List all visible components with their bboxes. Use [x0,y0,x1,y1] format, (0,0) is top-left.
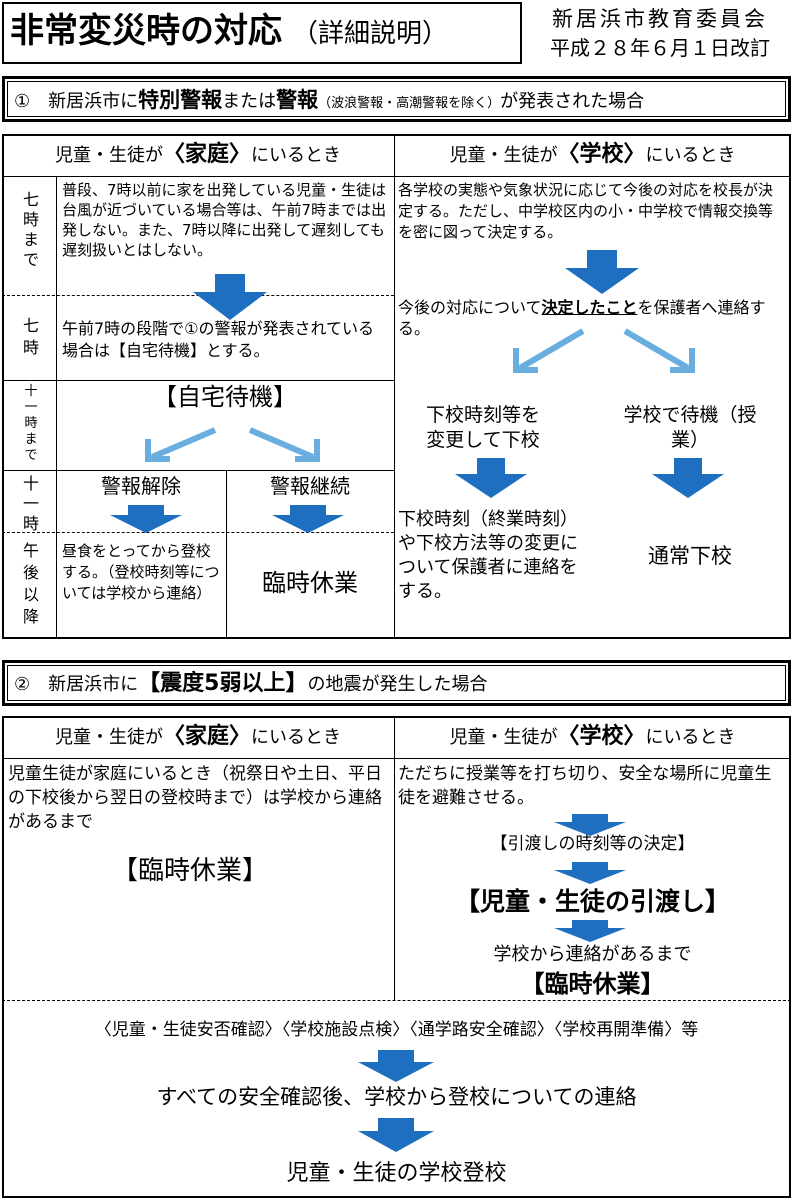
temp-closure-label: 臨時休業 [262,569,358,597]
section1-heading-box [2,76,791,122]
down-arrow-icon [554,862,626,884]
down-arrow-icon [358,1118,434,1152]
down-arrow-icon [554,920,626,942]
school-attendance: 児童・生徒の学校登校 [286,1161,507,1186]
revision-date: 平成２８年６月１日改訂 [550,36,770,60]
section1-heading: ① 新居浜市に特別警報または警報（波浪警報・高潮警報を除く）が発表された場合 [14,88,645,112]
down-arrow-icon [272,505,344,533]
school-decision-text: 各学校の実態や気象状況に応じて今後の対応を校長が決定する。ただし、中学校区内の小… [398,181,774,241]
down-arrow-icon [110,505,182,533]
wait-at-school-label: 学校で待機（授業） [623,404,757,451]
handover-decision: 【引渡しの時刻等の決定】 [490,834,695,854]
normal-dismiss-label: 通常下校 [648,544,732,568]
safety-checks: 〈児童・生徒安否確認〉〈学校施設点検〉〈通学路安全確認〉〈学校再開準備〉等 [94,1020,699,1040]
section2-table [2,716,791,1198]
warning-lifted-label: 警報解除 [101,474,181,498]
until-contact: 学校から連絡があるまで [493,944,692,965]
diagonal-arrow-left-icon [508,326,588,376]
down-arrow-icon [358,1050,434,1082]
school-closure: 【臨時休業】 [520,970,665,998]
home-wait-label: 【自宅待機】 [153,383,297,411]
section2-home-closure: 【臨時休業】 [111,856,268,886]
change-contact-text: 下校時刻（終業時刻）や下校方法等の変更について保護者に連絡をする。 [398,509,578,602]
diagonal-arrow-right-icon [245,425,325,465]
school-contact-text: 今後の対応について決定したことを保護者へ連絡する。 [398,298,766,338]
time-label-11: 十一時 [22,474,39,533]
section1-school-header: 児童・生徒が〈学校〉にいるとき [449,142,736,167]
time-label-before7: 七時まで [22,190,39,269]
time-label-before11: 十一時まで [24,384,38,463]
down-arrow-icon [565,250,639,294]
at7-text: 午前7時の段階で①の警報が発表されている場合は【自宅待機】とする。 [62,319,375,360]
change-dismiss-label: 下校時刻等を変更して下校 [425,404,540,451]
page-title: 非常変災時の対応 （詳細説明） [10,10,448,53]
diagonal-arrow-right-icon [620,326,700,376]
time-label-afternoon: 午後以降 [22,541,39,626]
section2-heading-box [2,660,791,706]
diagonal-arrow-left-icon [140,425,220,465]
before7-text: 普段、7時以前に家を出発している児童・生徒は台風が近づいている場合等は、午前7時… [62,181,387,259]
title-main: 非常変災時の対応 [10,11,282,51]
section2-school-text: ただちに授業等を打ち切り、安全な場所に児童生徒を避難させる。 [398,764,772,808]
afternoon-text: 昼食をとってから登校する。（登校時刻等については学校から連絡） [62,542,220,602]
time-label-7: 七時 [22,316,39,357]
handover: 【児童・生徒の引渡し】 [454,887,730,916]
down-arrow-icon [455,458,527,498]
section2-home-header: 児童・生徒が〈家庭〉にいるとき [54,724,341,749]
after-check-contact: すべての安全確認後、学校から登校についての連絡 [156,1085,637,1109]
down-arrow-icon [652,458,724,498]
down-arrow-icon [554,814,626,836]
down-arrow-icon [193,274,267,320]
title-sub: （詳細説明） [292,19,449,49]
section2-heading: ② 新居浜市に【震度5弱以上】の地震が発生した場合 [14,671,488,696]
section1-table [2,134,791,639]
section2-school-header: 児童・生徒が〈学校〉にいるとき [449,724,736,749]
org-name: 新居浜市教育委員会 [552,7,768,31]
title-box [2,2,522,64]
section1-home-header: 児童・生徒が〈家庭〉にいるとき [54,142,341,167]
warning-continue-label: 警報継続 [270,474,350,498]
section2-home-text: 児童生徒が家庭にいるとき（祝祭日や土日、平日の下校後から翌日の登校時まで）は学校… [8,764,382,832]
